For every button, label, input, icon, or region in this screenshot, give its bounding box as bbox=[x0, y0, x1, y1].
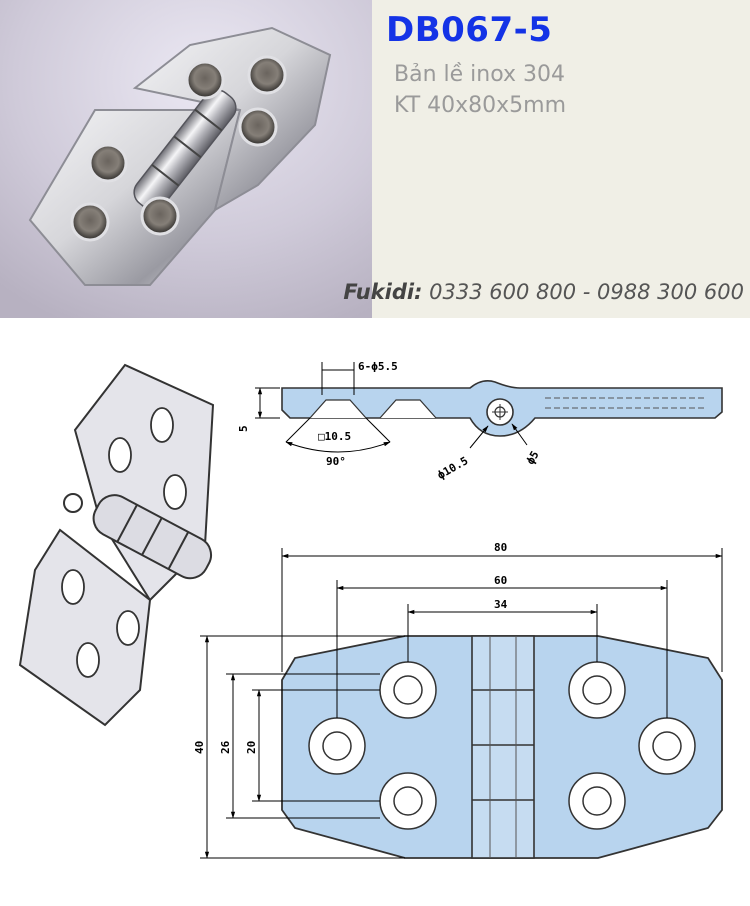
outer-spacing-dim: 60 bbox=[494, 574, 507, 587]
inner-spacing-dim: 34 bbox=[494, 598, 508, 611]
pin-dim: ϕ5 bbox=[524, 449, 542, 467]
row-outer-dim: 26 bbox=[219, 740, 232, 754]
overall-width-dim: 40 bbox=[193, 741, 206, 754]
hinge-photo bbox=[28, 26, 332, 286]
row-inner-dim: 20 bbox=[245, 741, 258, 754]
thickness-dim: 5 bbox=[237, 425, 250, 432]
product-material: Bản lề inox 304 bbox=[394, 62, 565, 87]
top-view-holes bbox=[308, 661, 696, 830]
contact-line: Fukidi: 0333 600 800 - 0988 300 600 bbox=[343, 280, 744, 304]
overall-length-dim: 80 bbox=[494, 541, 507, 554]
product-photo bbox=[0, 0, 372, 318]
knuckle-dim: ϕ10.5 bbox=[435, 454, 470, 482]
product-size: KT 40x80x5mm bbox=[394, 93, 567, 118]
countersink-dim: □10.5 bbox=[318, 430, 351, 443]
phone-numbers: 0333 600 800 - 0988 300 600 bbox=[429, 280, 744, 304]
brand-label: Fukidi: bbox=[343, 280, 423, 304]
angle-dim: 90° bbox=[326, 455, 346, 468]
product-info-panel: DB067-5 Bản lề inox 304 KT 40x80x5mm bbox=[372, 0, 750, 318]
isometric-view bbox=[18, 363, 215, 727]
holes-count-dim: 6-ϕ5.5 bbox=[358, 360, 398, 373]
side-view: 5 6-ϕ5.5 □10.5 90° ϕ10.5 ϕ5 bbox=[237, 360, 723, 482]
top-view: 80 60 34 40 26 20 bbox=[193, 541, 723, 859]
technical-drawing: 5 6-ϕ5.5 □10.5 90° ϕ10.5 ϕ5 bbox=[18, 360, 723, 859]
product-code: DB067-5 bbox=[386, 10, 553, 50]
screw-holes bbox=[70, 55, 287, 242]
